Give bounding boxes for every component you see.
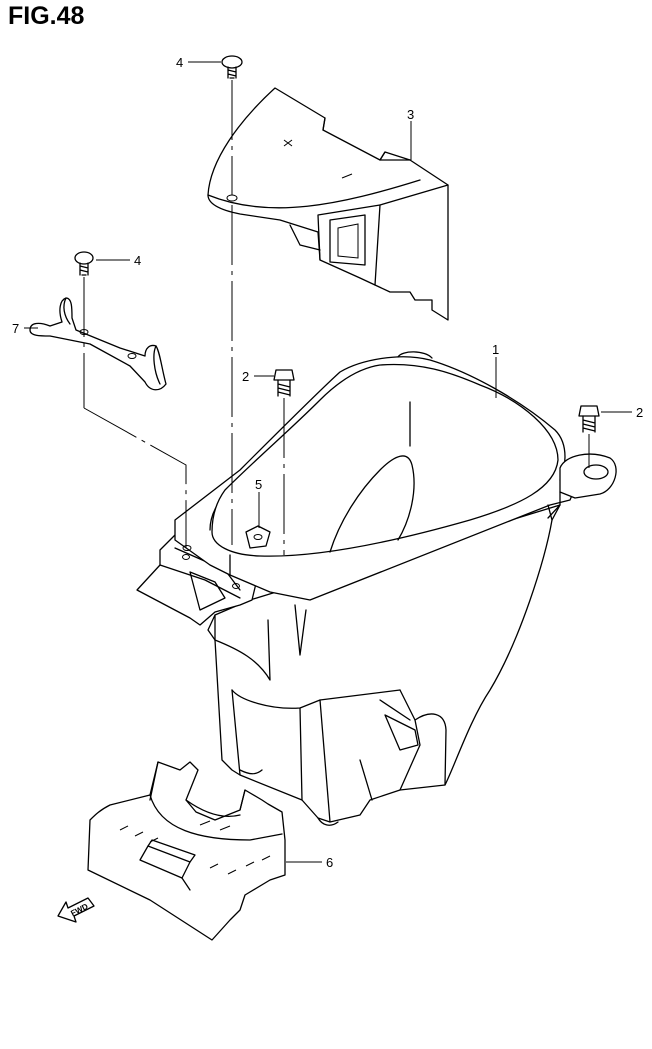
callout-1: 1 <box>492 342 499 357</box>
callout-4-left: 4 <box>134 253 141 268</box>
callout-3: 3 <box>407 107 414 122</box>
figure-title: FIG.48 <box>8 2 85 30</box>
callout-2-center: 2 <box>242 369 249 384</box>
fwd-arrow-icon: FWD <box>57 897 95 923</box>
part-bolt-right <box>578 405 600 433</box>
callout-labels: 1 2 2 3 4 4 5 6 7 <box>12 55 643 870</box>
callout-7: 7 <box>12 321 19 336</box>
assembly-lines <box>83 80 590 555</box>
part-screw-top <box>221 55 243 79</box>
part-screw-left <box>74 251 94 276</box>
callout-leaders <box>24 61 632 863</box>
part-bolt-center <box>273 369 295 397</box>
callout-5: 5 <box>255 477 262 492</box>
callout-4-top: 4 <box>176 55 183 70</box>
part-heat-shield <box>87 761 286 941</box>
part-nut <box>245 525 271 549</box>
callout-6: 6 <box>326 855 333 870</box>
part-utility-box <box>136 351 617 826</box>
part-cover <box>207 87 449 321</box>
callout-2-right: 2 <box>636 405 643 420</box>
part-bracket <box>29 297 167 391</box>
